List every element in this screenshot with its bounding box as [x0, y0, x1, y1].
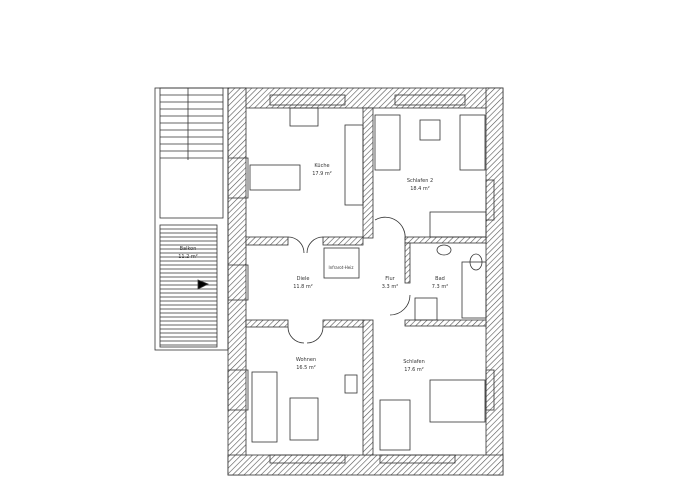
room-name-kueche: Küche: [314, 163, 329, 169]
furniture: [249, 107, 487, 451]
room-area-wohnen: 16.5 m²: [296, 365, 316, 371]
room-area-flur: 3.3 m²: [382, 284, 398, 290]
room-name-schlafen2: Schlafen 2: [407, 178, 433, 184]
balcony-stairs: [154, 87, 229, 351]
wall-h1a: [245, 236, 289, 246]
heater-label: Infrarot-Heiz: [329, 265, 354, 270]
wall-mid-lower: [362, 319, 374, 456]
wall-left: [227, 87, 247, 476]
room-labels: Küche 17.9 m² Schlafen 2 18.4 m² Balkon …: [178, 163, 448, 373]
room-area-kueche: 17.9 m²: [312, 171, 332, 177]
wall-mid-upper: [362, 107, 374, 239]
room-name-bad: Bad: [435, 276, 445, 282]
room-area-schlafen: 17.6 m²: [404, 367, 424, 373]
room-name-schlafen: Schlafen: [403, 359, 425, 365]
room-area-bad: 7.3 m²: [432, 284, 448, 290]
wall-h2a: [245, 319, 289, 328]
wall-bath-top: [404, 236, 487, 244]
wall-bottom: [227, 454, 504, 476]
room-name-flur: Flur: [385, 276, 395, 282]
room-area-diele: 11.8 m²: [293, 284, 313, 290]
room-name-diele: Diele: [297, 276, 310, 282]
room-name-balkon: Balkon: [180, 246, 197, 252]
room-area-schlafen2: 18.4 m²: [410, 186, 430, 192]
wall-h2b: [322, 319, 364, 328]
room-area-balkon: 11.2 m²: [178, 254, 198, 260]
room-name-wohnen: Wohnen: [296, 357, 316, 363]
windows: [227, 94, 495, 464]
wall-bath-bottom: [404, 319, 487, 327]
wall-h1b: [322, 236, 364, 246]
wall-right: [485, 87, 504, 476]
wall-bath-left: [404, 242, 411, 284]
